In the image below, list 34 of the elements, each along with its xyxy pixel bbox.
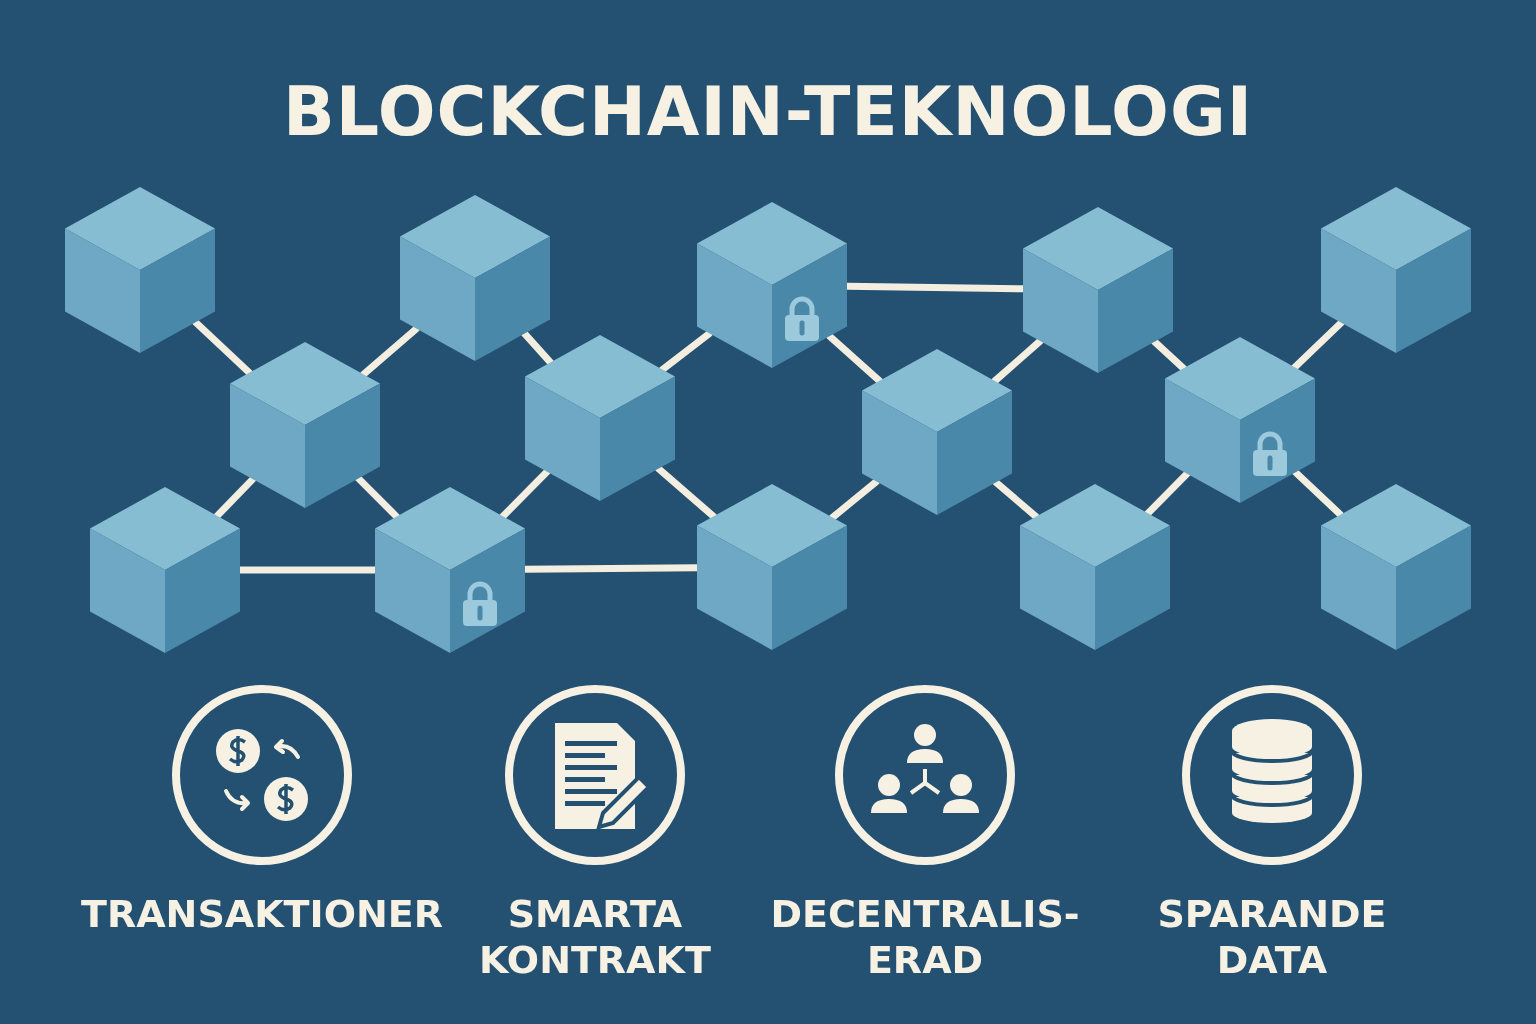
connector-line <box>521 330 554 366</box>
feature-label: SMARTA KONTRAKT <box>478 892 712 984</box>
cube <box>862 349 1012 515</box>
cube <box>1023 207 1173 373</box>
connector-line <box>991 337 1044 385</box>
connector-line <box>1292 468 1344 519</box>
cube <box>90 487 240 653</box>
connector-line <box>192 318 253 377</box>
cube <box>1165 337 1315 503</box>
feature-label: DECENTRALIS-ERAD <box>769 892 1081 984</box>
connector-line <box>1291 319 1345 371</box>
feature-label: SPARANDE DATA <box>1156 892 1388 984</box>
cube <box>1321 484 1471 650</box>
connector-line <box>360 325 420 378</box>
connector-line <box>499 468 551 520</box>
cube <box>525 335 675 501</box>
cube <box>697 202 847 368</box>
cube <box>697 484 847 650</box>
connector-line <box>992 478 1040 521</box>
cube <box>1020 484 1170 650</box>
connector-line <box>213 475 257 520</box>
cube <box>65 187 215 353</box>
connector-line <box>1144 470 1191 517</box>
connector-line <box>826 332 883 385</box>
cube <box>400 195 550 361</box>
cube <box>1321 187 1471 353</box>
title: BLOCKCHAIN-TEKNOLOGI <box>281 72 1254 151</box>
cube <box>375 487 525 653</box>
connector-line <box>1151 338 1187 372</box>
connector-line <box>659 329 713 374</box>
cube <box>230 342 380 508</box>
feature-label: TRANSAKTIONER <box>80 892 444 938</box>
connector-line <box>829 478 880 521</box>
connector-line <box>655 465 717 520</box>
